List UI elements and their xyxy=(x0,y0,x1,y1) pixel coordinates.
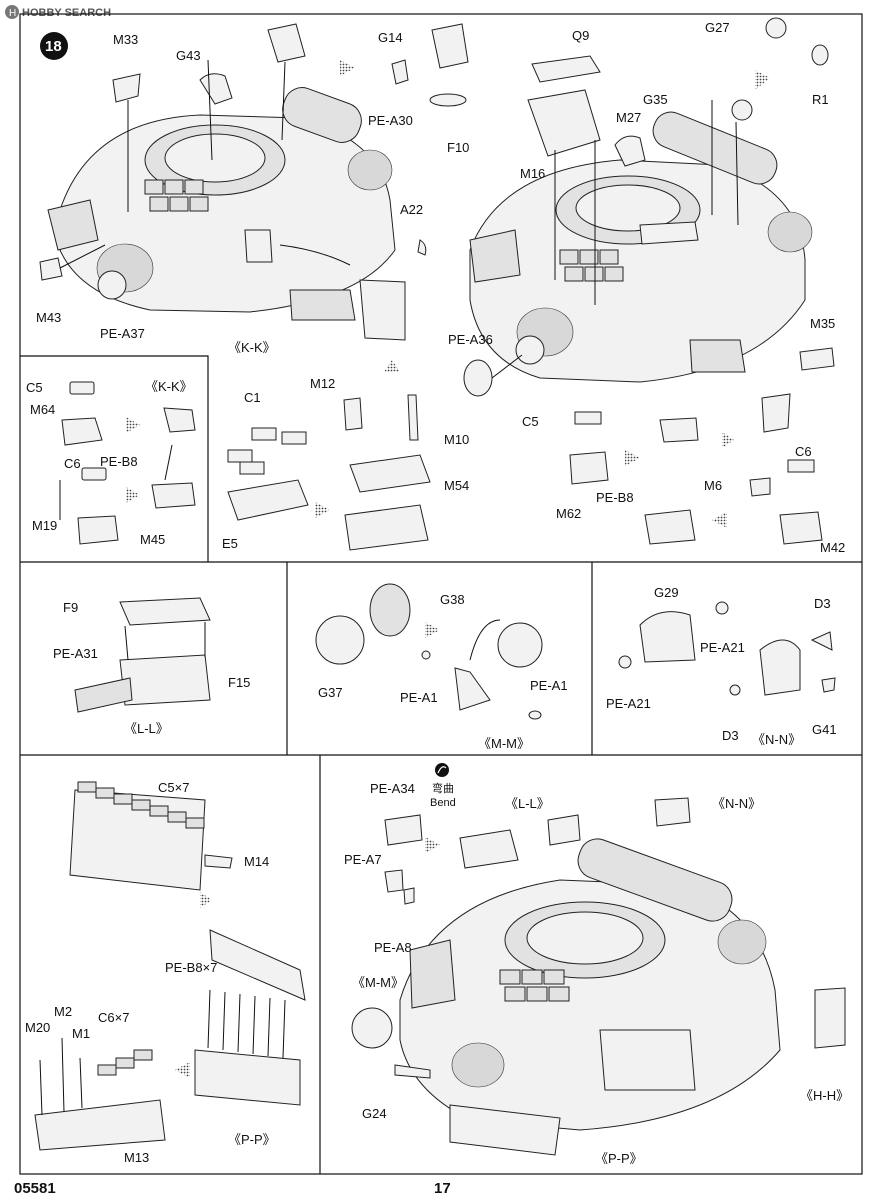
svg-text:HOBBY SEARCH: HOBBY SEARCH xyxy=(22,7,111,19)
label-pe-a1-right: PE-A1 xyxy=(530,678,568,693)
watermark: H HOBBY SEARCH xyxy=(5,5,111,19)
label-final-hh: 《H-H》 xyxy=(800,1088,849,1103)
label-m1: M1 xyxy=(72,1026,90,1041)
label-g43: G43 xyxy=(176,48,201,63)
top-left-arrow xyxy=(340,60,355,76)
label-pe-a31: PE-A31 xyxy=(53,646,98,661)
label-d3-bottom: D3 xyxy=(722,728,739,743)
svg-text:18: 18 xyxy=(45,38,62,55)
label-kk-c6: C6 xyxy=(64,456,81,471)
step-badge: 18 xyxy=(40,32,68,60)
label-kk-title: 《K-K》 xyxy=(145,379,193,394)
label-q9: Q9 xyxy=(572,28,589,43)
label-c1: C1 xyxy=(244,390,261,405)
label-g14: G14 xyxy=(378,30,403,45)
label-m42: M42 xyxy=(820,540,845,555)
label-final-pp: 《P-P》 xyxy=(595,1151,643,1166)
label-r1: R1 xyxy=(812,92,829,107)
final-turret-drawing xyxy=(399,838,781,1131)
label-kk-m45: M45 xyxy=(140,532,165,547)
mid-right-drawing xyxy=(569,411,823,545)
label-f9: F9 xyxy=(63,600,78,615)
label-m35: M35 xyxy=(810,316,835,331)
label-pe-a21-top: PE-A21 xyxy=(700,640,745,655)
pp-detail-drawing xyxy=(34,781,306,1151)
label-g27: G27 xyxy=(705,20,730,35)
label-ll-title: 《L-L》 xyxy=(124,721,169,736)
label-final-nn: 《N-N》 xyxy=(712,796,761,811)
label-bend-cn: 弯曲 xyxy=(432,781,454,795)
label-kk-c5: C5 xyxy=(26,380,43,395)
label-m43: M43 xyxy=(36,310,61,325)
label-g24: G24 xyxy=(362,1106,387,1121)
label-pe-a30: PE-A30 xyxy=(368,113,413,128)
label-a22: A22 xyxy=(400,202,423,217)
final-turret-parts xyxy=(351,797,846,1156)
turret-top-right-parts xyxy=(391,17,835,433)
label-pe-a37: PE-A37 xyxy=(100,326,145,341)
turret-top-right-drawing xyxy=(469,111,813,383)
label-m10: M10 xyxy=(444,432,469,447)
label-kk-callout: 《K-K》 xyxy=(228,340,276,355)
label-e5: E5 xyxy=(222,536,238,551)
label-m62: M62 xyxy=(556,506,581,521)
label-pe-b8: PE-B8 xyxy=(596,490,634,505)
label-m54: M54 xyxy=(444,478,469,493)
label-c5: C5 xyxy=(522,414,539,429)
nn-detail-drawing xyxy=(618,601,836,696)
label-pe-a34: PE-A34 xyxy=(370,781,415,796)
kk-detail-drawing xyxy=(59,381,196,545)
label-d3-top: D3 xyxy=(814,596,831,611)
label-g29: G29 xyxy=(654,585,679,600)
labels: M33 G43 G14 PE-A30 F10 Q9 G27 R1 G35 M27… xyxy=(25,20,849,1166)
ll-detail-drawing xyxy=(74,597,211,713)
kit-number: 05581 xyxy=(14,1180,56,1197)
label-m13: M13 xyxy=(124,1150,149,1165)
label-m6: M6 xyxy=(704,478,722,493)
label-bend-en: Bend xyxy=(430,797,456,809)
mid-m54-drawing xyxy=(343,394,431,551)
label-kk-m64: M64 xyxy=(30,402,55,417)
label-c6: C6 xyxy=(795,444,812,459)
label-m33: M33 xyxy=(113,32,138,47)
bend-icon xyxy=(435,763,449,777)
label-g35: G35 xyxy=(643,92,668,107)
label-mm-title: 《M-M》 xyxy=(478,736,530,751)
label-g41: G41 xyxy=(812,722,837,737)
label-m14: M14 xyxy=(244,854,269,869)
outer-frame xyxy=(19,13,863,1175)
turret-top-left-drawing xyxy=(47,73,427,341)
label-pe-a1-left: PE-A1 xyxy=(400,690,438,705)
label-m20: M20 xyxy=(25,1020,50,1035)
label-final-mm: 《M-M》 xyxy=(352,975,404,990)
label-kk-m19: M19 xyxy=(32,518,57,533)
panel-dividers xyxy=(20,355,862,1174)
label-f10: F10 xyxy=(447,140,469,155)
label-pe-a36: PE-A36 xyxy=(448,332,493,347)
top-right-arrows xyxy=(384,70,770,372)
label-m2: M2 xyxy=(54,1004,72,1019)
label-g37: G37 xyxy=(318,685,343,700)
label-pe-b8x7: PE-B8×7 xyxy=(165,960,217,975)
label-m27: M27 xyxy=(616,110,641,125)
label-f15: F15 xyxy=(228,675,250,690)
label-nn-title: 《N-N》 xyxy=(752,732,801,747)
label-pe-a21-bottom: PE-A21 xyxy=(606,696,651,711)
label-g38: G38 xyxy=(440,592,465,607)
label-m16: M16 xyxy=(520,166,545,181)
mid-c1-e5-drawing xyxy=(227,427,330,521)
label-pe-a8: PE-A8 xyxy=(374,940,412,955)
label-final-ll: 《L-L》 xyxy=(505,796,550,811)
label-pe-a7: PE-A7 xyxy=(344,852,382,867)
label-pp-title: 《P-P》 xyxy=(228,1132,276,1147)
mm-detail-drawing xyxy=(315,583,543,720)
svg-text:H: H xyxy=(9,8,16,19)
turret-top-left-parts xyxy=(39,23,306,281)
label-m12: M12 xyxy=(310,376,335,391)
page-number: 17 xyxy=(434,1180,451,1197)
label-c6x7: C6×7 xyxy=(98,1010,129,1025)
label-c5x7: C5×7 xyxy=(158,780,189,795)
label-kk-pe-b8: PE-B8 xyxy=(100,454,138,469)
